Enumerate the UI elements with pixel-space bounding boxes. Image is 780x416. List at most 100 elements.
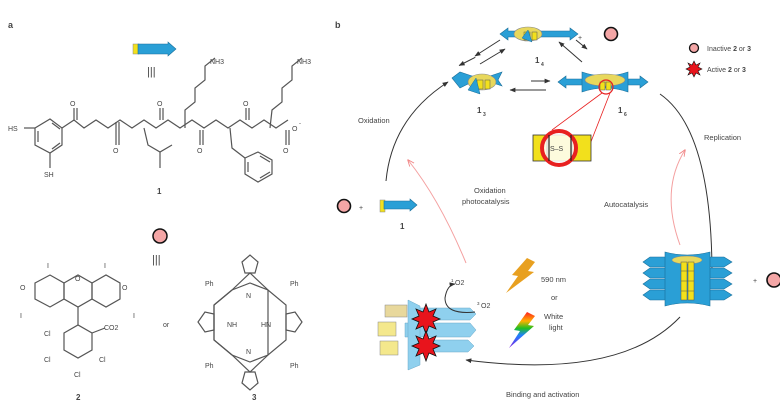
equilibrium-arrow-1: [458, 56, 476, 66]
chlorine-1: Cl: [44, 331, 51, 338]
zoom-line-1: [551, 92, 603, 131]
trimer-label: 1: [477, 106, 482, 115]
autocatalysis-label: Autocatalysis: [604, 200, 648, 209]
photosensitizer-icon: [152, 228, 168, 244]
equilibrium-arrow-6: [558, 41, 583, 63]
white-light-label-2: light: [549, 323, 564, 332]
autocatalysis-arrow: [670, 150, 685, 246]
binding-arrow: [465, 316, 681, 366]
compound-2-structure: [34, 274, 121, 359]
singlet-o2-sup: 1: [451, 278, 454, 283]
compound-2-label: 2: [76, 393, 81, 402]
o-label-1: O: [70, 101, 76, 108]
oxidation-label: Oxidation: [358, 116, 390, 125]
o-label-5: O: [243, 101, 249, 108]
o-ring: O: [75, 276, 81, 283]
replication-arrow: [659, 93, 715, 276]
disulfide-label: S–S: [550, 146, 564, 153]
o-minus: O: [122, 285, 128, 292]
hn-group: HN: [261, 322, 271, 329]
disulfide-bond-inset: [532, 129, 592, 167]
triplet-o2-label: O2: [481, 303, 490, 310]
wavelength-label: 590 nm: [541, 275, 566, 284]
phenyl-1: Ph: [205, 281, 214, 288]
equilibrium-arrow-2: [479, 48, 506, 65]
carboxylate-2: CO2: [104, 325, 119, 332]
compound-3-structure: [197, 254, 303, 391]
legend-inactive-icon: [688, 42, 700, 54]
o-label-6: O: [283, 148, 289, 155]
legend-inactive-text: Inactive 2 or 3: [707, 46, 751, 53]
n-group-2: N: [246, 349, 251, 356]
fiber-stack-icon: [642, 251, 733, 307]
nh3-group-1: NH3: [210, 59, 224, 66]
singlet-o2-label: O2: [455, 280, 464, 287]
panel-a-label: a: [8, 20, 14, 30]
equiv-symbol-2: |||: [152, 254, 161, 266]
oxidation-photocatalysis-label-2: photocatalysis: [462, 197, 510, 206]
legend: [685, 42, 703, 78]
tetramer-subscript: 4: [541, 62, 544, 68]
monomer-label: 1: [400, 222, 405, 231]
sh-group: SH: [44, 172, 54, 179]
iodine-4: I: [133, 313, 135, 320]
white-light-bolt-icon: [509, 312, 535, 348]
or-label: or: [163, 322, 170, 329]
oxidation-arrow: [385, 81, 449, 182]
nh3-group-2: NH3: [297, 59, 311, 66]
n-group-1: N: [246, 293, 251, 300]
equilibrium-arrow-7: [575, 39, 588, 50]
highlight-circle-small: [598, 79, 614, 95]
iodine-3: I: [20, 313, 22, 320]
tetramer-label: 1: [535, 56, 540, 65]
chlorine-4: Cl: [99, 357, 106, 364]
oxygen-conversion-arrow: [444, 282, 476, 313]
active-complex-icon: [377, 299, 477, 371]
triplet-o2-sup: 3: [477, 301, 480, 306]
white-light-label-1: White: [544, 312, 563, 321]
plus-sign-3: +: [753, 278, 757, 285]
replication-label: Replication: [704, 133, 741, 142]
monomer-icon: [379, 198, 418, 213]
inactive-photosensitizer-icon-2: [336, 198, 352, 214]
hs-group: HS: [8, 126, 18, 133]
tetramer-macrocycle-icon: [499, 26, 579, 43]
binding-activation-label: Binding and activation: [506, 390, 579, 399]
legend-active-icon: [685, 60, 703, 78]
released-photosensitizer-icon: [766, 272, 780, 288]
compound-3-label: 3: [252, 393, 257, 402]
o-ketone: O: [20, 285, 26, 292]
compound-1-structure: [24, 57, 303, 183]
plus-sign-2: +: [359, 205, 363, 212]
iodine-1: I: [47, 263, 49, 270]
orange-light-bolt-icon: [506, 258, 535, 293]
o-label-4: O: [197, 148, 203, 155]
trimer-subscript: 3: [483, 112, 486, 118]
nh-group: NH: [227, 322, 237, 329]
photocatalysis-arrow: [408, 160, 467, 264]
chlorine-3: Cl: [74, 372, 81, 379]
compound-1-label: 1: [157, 187, 162, 196]
plus-sign-1: +: [578, 35, 582, 42]
oxidation-photocatalysis-label-1: Oxidation: [474, 186, 506, 195]
or-light-label: or: [551, 293, 558, 302]
equilibrium-arrow-3: [474, 39, 501, 57]
hexamer-label: 1: [618, 106, 623, 115]
o-label-3: O: [157, 101, 163, 108]
phenyl-3: Ph: [205, 363, 214, 370]
carboxylate-charge: -: [299, 121, 301, 127]
o-label-2: O: [113, 148, 119, 155]
chlorine-2: Cl: [44, 357, 51, 364]
hexamer-macrocycle-icon: [557, 71, 649, 93]
iodine-2: I: [104, 263, 106, 270]
hexamer-subscript: 6: [624, 112, 627, 118]
panel-b-label: b: [335, 20, 341, 30]
phenyl-4: Ph: [290, 363, 299, 370]
carboxylate-o: O: [292, 126, 298, 133]
phenyl-2: Ph: [290, 281, 299, 288]
equiv-symbol-1: |||: [147, 66, 156, 78]
legend-active-text: Active 2 or 3: [707, 67, 746, 74]
monomer-cartoon-icon: [132, 41, 177, 57]
trimer-macrocycle-icon: [451, 71, 503, 95]
